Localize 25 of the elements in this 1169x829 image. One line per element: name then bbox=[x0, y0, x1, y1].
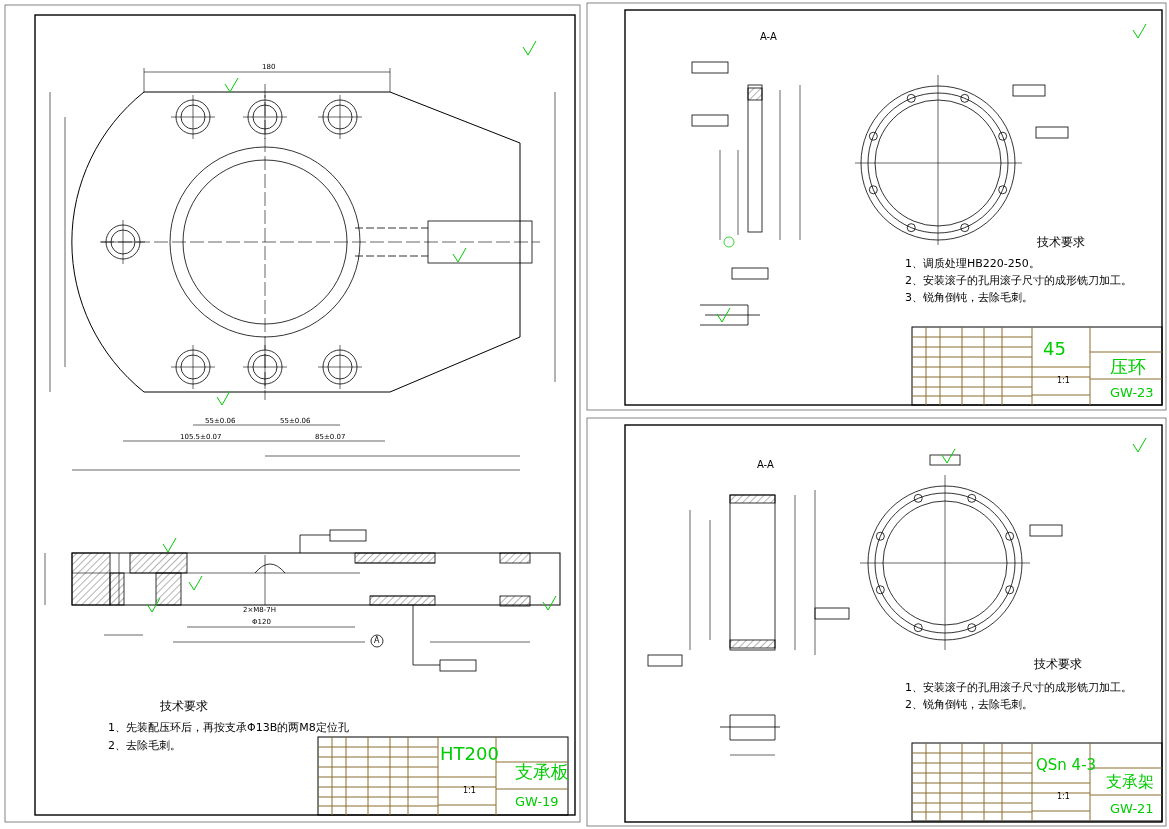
note-text: 2、锐角倒钝，去除毛刺。 bbox=[905, 699, 1033, 710]
datum-letter: A bbox=[374, 637, 380, 645]
note-text: 2、去除毛刺。 bbox=[108, 740, 181, 751]
scale-text: 1:1 bbox=[1057, 377, 1070, 385]
section-title: A-A bbox=[757, 460, 774, 470]
part-name: 支承架 bbox=[1106, 774, 1154, 790]
note-text: 1、先装配压环后，再按支承Φ13B的两M8定位孔 bbox=[108, 722, 349, 733]
note-text: 2、安装滚子的孔用滚子尺寸的成形铣刀加工。 bbox=[905, 275, 1132, 286]
note-text: 3、锐角倒钝，去除毛刺。 bbox=[905, 292, 1033, 303]
heading: 技术要求 bbox=[1037, 236, 1085, 248]
drawing-number: GW-21 bbox=[1110, 802, 1154, 815]
note-text: 1、调质处理HB220-250。 bbox=[905, 258, 1040, 269]
part-name: 压环 bbox=[1110, 358, 1146, 376]
section-title: A-A bbox=[760, 32, 777, 42]
material-text: 45 bbox=[1043, 340, 1066, 358]
drawing-number: GW-19 bbox=[515, 795, 559, 808]
part-name: 支承板 bbox=[515, 763, 569, 781]
note-text: 1、安装滚子的孔用滚子尺寸的成形铣刀加工。 bbox=[905, 682, 1132, 693]
scale-text: 1:1 bbox=[1057, 793, 1070, 801]
heading: 技术要求 bbox=[160, 700, 208, 712]
drawing-number: GW-23 bbox=[1110, 386, 1154, 399]
material-text: HT200 bbox=[440, 745, 499, 763]
scale-text: 1:1 bbox=[463, 787, 476, 795]
material-text: QSn 4-3 bbox=[1036, 758, 1097, 773]
heading: 技术要求 bbox=[1034, 658, 1082, 670]
